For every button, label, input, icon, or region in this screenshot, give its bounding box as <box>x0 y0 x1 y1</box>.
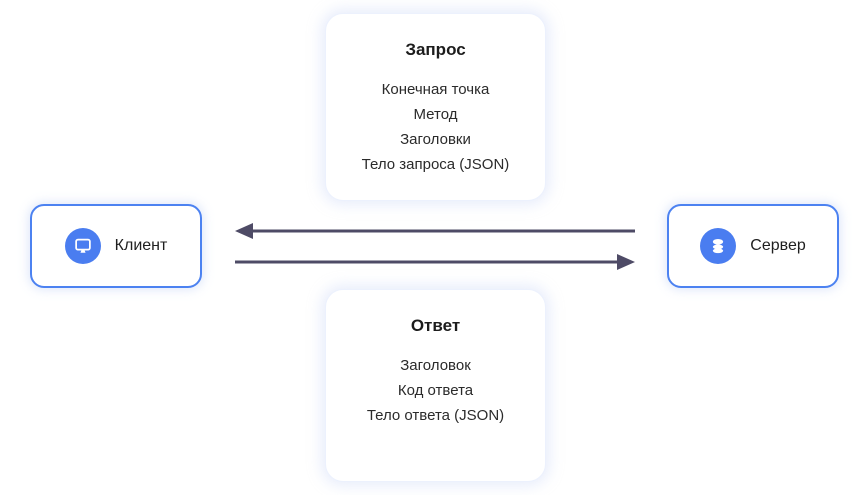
database-icon <box>700 228 737 264</box>
request-item-method: Метод <box>413 106 458 123</box>
client-node: Клиент <box>30 204 202 288</box>
arrow-to-server <box>235 254 635 270</box>
request-item-headers: Заголовки <box>400 131 471 148</box>
request-item-body: Тело запроса (JSON) <box>361 156 510 173</box>
client-node-label: Клиент <box>114 237 168 254</box>
response-item-header: Заголовок <box>400 357 471 374</box>
request-card-items: Конечная точка Метод Заголовки Тело запр… <box>326 77 545 177</box>
response-card-title: Ответ <box>410 316 461 335</box>
response-item-code: Код ответа <box>397 382 474 399</box>
server-node: Сервер <box>667 204 839 288</box>
request-response-arrows <box>235 223 635 270</box>
response-card-items: Заголовок Код ответа Тело ответа (JSON) <box>326 353 545 428</box>
request-card: Запрос Конечная точка Метод Заголовки Те… <box>325 13 546 201</box>
arrow-to-client <box>235 223 635 239</box>
response-card: Ответ Заголовок Код ответа Тело ответа (… <box>325 289 546 482</box>
server-node-label: Сервер <box>750 237 806 254</box>
request-card-title: Запрос <box>405 40 466 59</box>
response-item-body: Тело ответа (JSON) <box>366 407 505 424</box>
monitor-icon <box>64 228 101 264</box>
request-item-endpoint: Конечная точка <box>381 81 490 98</box>
